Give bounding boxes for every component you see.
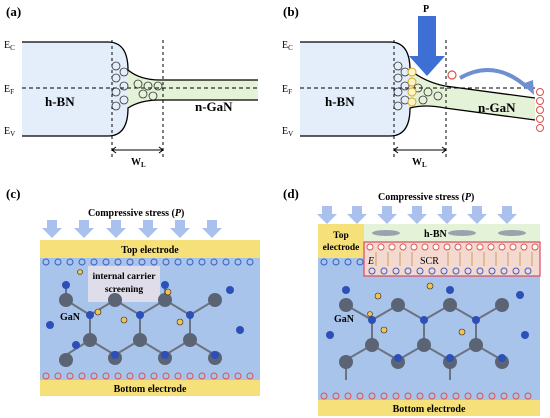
top-negative-charges <box>320 258 532 275</box>
valence-band <box>300 105 536 137</box>
gan-region <box>128 70 258 108</box>
panel-a: (a) EC EF EV h-BN n-GaN WL <box>4 4 258 169</box>
hbn-region <box>300 42 410 136</box>
scr-positive-charges <box>366 243 539 251</box>
stress-arrows <box>42 220 222 238</box>
bottom-electrode-label: Bottom electrode <box>114 384 187 395</box>
top-negative-charges <box>42 258 254 266</box>
panel-c-tag: (c) <box>6 186 20 201</box>
ef-label: EF <box>282 84 292 96</box>
scr-field-lines <box>375 252 533 266</box>
stress-label: Compressive stress (P) <box>88 208 184 219</box>
top-electrode-label-line1: Top <box>333 231 349 241</box>
gan-crystal <box>318 258 540 400</box>
field-label: E <box>367 256 374 267</box>
electron <box>447 70 457 80</box>
stress-label: Compressive stress (P) <box>378 192 474 203</box>
screening-region <box>88 266 160 302</box>
ev-label: EV <box>282 126 293 138</box>
crystal-lattice <box>46 269 244 367</box>
screening-label-line2: screening <box>105 285 144 295</box>
ec-label: EC <box>4 40 15 52</box>
conduction-band <box>22 41 258 81</box>
hbn-label: h-BN <box>325 94 355 109</box>
ec-label: EC <box>282 40 293 52</box>
pressure-arrow-shaft <box>418 16 436 56</box>
ef-label: EF <box>4 84 14 96</box>
gan-label: GaN <box>60 312 81 323</box>
hbn-lattice <box>372 230 526 236</box>
bottom-electrode <box>40 380 260 396</box>
valence-band <box>22 99 258 137</box>
width-arrowheads <box>111 146 164 154</box>
polarization-charges <box>407 67 417 107</box>
top-electrode-label-line2: electrode <box>323 243 360 253</box>
gan-label: GaN <box>334 314 355 325</box>
ev-label: EV <box>4 126 15 138</box>
panel-b: (b) P <box>282 4 544 169</box>
screening-label-line1: internal carrier <box>92 272 156 282</box>
depletion-ions <box>111 61 163 111</box>
bottom-positive-charges <box>320 392 532 400</box>
width-label: WL <box>131 157 146 169</box>
panel-d: (d) Compressive stress (P) Top electrode… <box>283 186 541 416</box>
gan-label: n-GaN <box>195 99 233 114</box>
hbn-label: h-BN <box>45 94 75 109</box>
panel-c: (c) Compressive stress (P) Top electrode… <box>6 186 260 396</box>
width-label: WL <box>412 157 427 169</box>
width-arrowheads <box>393 146 447 154</box>
top-electrode <box>318 224 364 258</box>
panel-b-tag: (b) <box>283 4 299 19</box>
panel-a-tag: (a) <box>6 4 21 19</box>
top-electrode-label: Top electrode <box>121 245 179 256</box>
bottom-positive-charges <box>42 372 254 380</box>
panel-d-tag: (d) <box>283 186 299 201</box>
bottom-electrode <box>318 400 540 416</box>
scr-label: SCR <box>420 256 439 267</box>
hbn-label: h-BN <box>424 229 448 240</box>
crystal-lattice <box>326 282 529 380</box>
bottom-electrode-label: Bottom electrode <box>393 404 466 415</box>
pressure-label: P <box>423 4 429 15</box>
carrier-flow-arrow <box>459 68 530 90</box>
gan-label: n-GaN <box>478 100 516 115</box>
pressure-arrow-head <box>409 56 445 76</box>
carrier-flow-arrowhead <box>522 80 534 95</box>
accumulated-electrons <box>536 88 544 132</box>
stress-arrows <box>317 206 517 224</box>
gan-region <box>410 70 535 120</box>
top-electrode <box>40 240 260 258</box>
hbn-region <box>22 42 128 136</box>
